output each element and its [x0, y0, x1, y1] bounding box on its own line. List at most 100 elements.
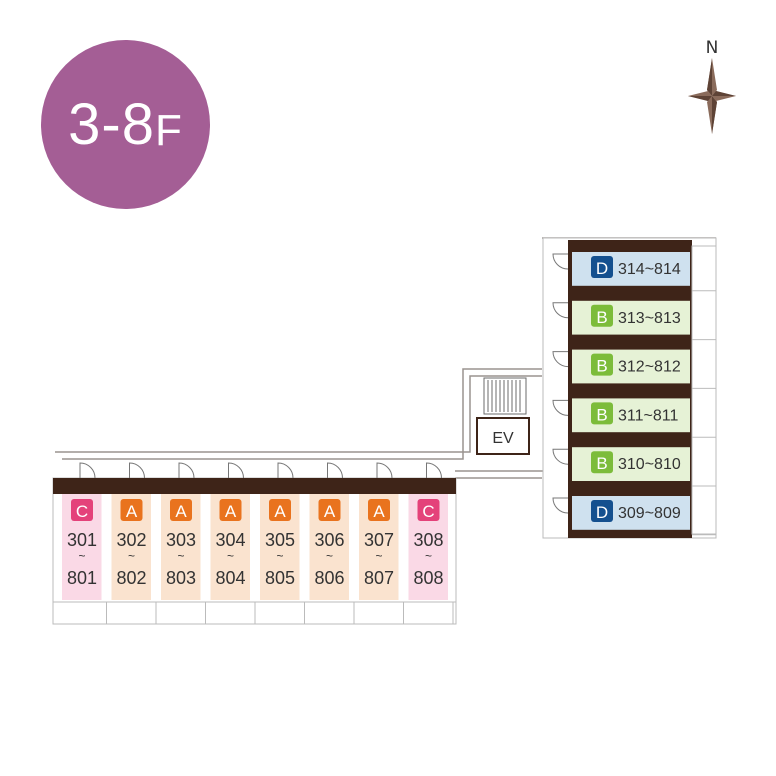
room-type-badge — [591, 451, 613, 474]
room-type-label: B — [596, 357, 607, 376]
room-type-label: D — [596, 503, 608, 522]
room-type-badge — [71, 499, 93, 521]
room-number-tilde: ~ — [276, 549, 283, 563]
room-number-end: 807 — [364, 568, 394, 588]
door-icon — [552, 253, 569, 270]
room-type-badge — [269, 499, 291, 521]
door-icon — [552, 302, 569, 319]
room-number-end: 806 — [314, 568, 344, 588]
room-unit[interactable]: B 311~811 — [552, 398, 716, 438]
room-unit[interactable]: C 301~801 — [62, 462, 107, 624]
room-type-label: A — [324, 502, 336, 521]
room-type-badge — [368, 499, 390, 521]
room-number-tilde: ~ — [128, 549, 135, 563]
door-icon — [426, 462, 442, 479]
room-unit[interactable]: D 314~814 — [552, 252, 716, 292]
elevator: EV — [476, 417, 530, 455]
room-number-tilde: ~ — [78, 549, 85, 563]
room-number-tilde: ~ — [227, 549, 234, 563]
room-number-start: 304 — [215, 530, 245, 550]
door-icon — [129, 462, 145, 479]
room-number-start: 302 — [116, 530, 146, 550]
room-unit[interactable]: D 309~809 — [552, 496, 716, 536]
room-type-label: A — [373, 502, 385, 521]
room-number-end: 805 — [265, 568, 295, 588]
room-unit[interactable]: A 304~804 — [210, 462, 256, 624]
room-unit[interactable]: A 306~806 — [309, 462, 355, 624]
door-icon — [552, 497, 569, 514]
room-unit[interactable]: A 302~802 — [111, 462, 157, 624]
room-number-range: 314~814 — [618, 261, 681, 278]
stair — [483, 377, 527, 415]
room-unit[interactable]: A 303~803 — [161, 462, 206, 624]
room-type-badge — [318, 499, 341, 521]
room-number-start: 303 — [166, 530, 196, 550]
room-type-badge — [170, 499, 192, 521]
room-type-badge — [219, 499, 242, 521]
door-icon — [277, 462, 294, 479]
room-type-label: C — [76, 502, 88, 521]
room-number-start: 308 — [413, 530, 443, 550]
room-type-label: A — [225, 502, 237, 521]
room-number-tilde: ~ — [425, 549, 432, 563]
room-number-range: 310~810 — [618, 456, 681, 473]
door-icon — [327, 462, 343, 479]
room-number-start: 307 — [364, 530, 394, 550]
door-icon — [79, 462, 96, 479]
room-type-label: C — [422, 502, 434, 521]
south-wing-wall — [53, 478, 456, 494]
room-number-tilde: ~ — [177, 549, 184, 563]
room-type-badge — [120, 499, 143, 521]
door-icon — [178, 462, 195, 479]
door-icon — [376, 462, 393, 479]
compass-rose-icon — [688, 58, 736, 134]
room-number-tilde: ~ — [326, 549, 333, 563]
room-number-end: 801 — [67, 568, 97, 588]
room-number-tilde: ~ — [375, 549, 382, 563]
room-type-label: A — [126, 502, 138, 521]
north-label: N — [705, 38, 719, 58]
room-type-badge — [591, 353, 613, 376]
room-unit[interactable]: A 307~807 — [359, 462, 404, 624]
room-type-badge — [591, 256, 613, 278]
room-number-end: 802 — [116, 568, 146, 588]
room-type-badge — [591, 304, 613, 327]
room-number-range: 313~813 — [618, 310, 681, 327]
room-type-label: A — [274, 502, 286, 521]
room-type-label: B — [596, 308, 607, 327]
east-wing-wall — [568, 240, 692, 538]
room-type-badge — [417, 499, 440, 521]
floor-label: 3-8 — [68, 92, 155, 157]
elevator-label: EV — [492, 430, 514, 447]
room-unit[interactable]: B 312~812 — [552, 349, 716, 389]
room-type-label: A — [175, 502, 187, 521]
room-unit[interactable]: B 313~813 — [552, 300, 716, 341]
room-unit[interactable]: C 308~808 — [408, 462, 454, 624]
room-type-label: B — [596, 405, 607, 424]
room-type-badge — [591, 500, 613, 522]
room-number-start: 301 — [67, 530, 97, 550]
door-icon — [552, 399, 569, 416]
south-rooms: C301~801A302~802A303~803A304~804A305~805… — [62, 462, 454, 624]
room-type-label: D — [596, 259, 608, 278]
room-number-range: 312~812 — [618, 359, 681, 376]
room-unit[interactable]: A 305~805 — [260, 462, 305, 624]
door-icon — [228, 462, 244, 479]
room-number-end: 808 — [413, 568, 443, 588]
room-number-end: 804 — [215, 568, 245, 588]
east-balcony — [691, 245, 717, 535]
room-unit[interactable]: B 310~810 — [552, 447, 716, 487]
door-icon — [552, 448, 569, 465]
floor-label-suffix: F — [154, 105, 183, 155]
compass: N — [684, 38, 740, 134]
room-number-range: 311~811 — [618, 407, 678, 424]
room-type-label: B — [596, 454, 607, 473]
room-number-start: 305 — [265, 530, 295, 550]
room-number-end: 803 — [166, 568, 196, 588]
door-icon — [552, 351, 569, 368]
room-number-start: 306 — [314, 530, 344, 550]
room-number-range: 309~809 — [618, 505, 681, 522]
